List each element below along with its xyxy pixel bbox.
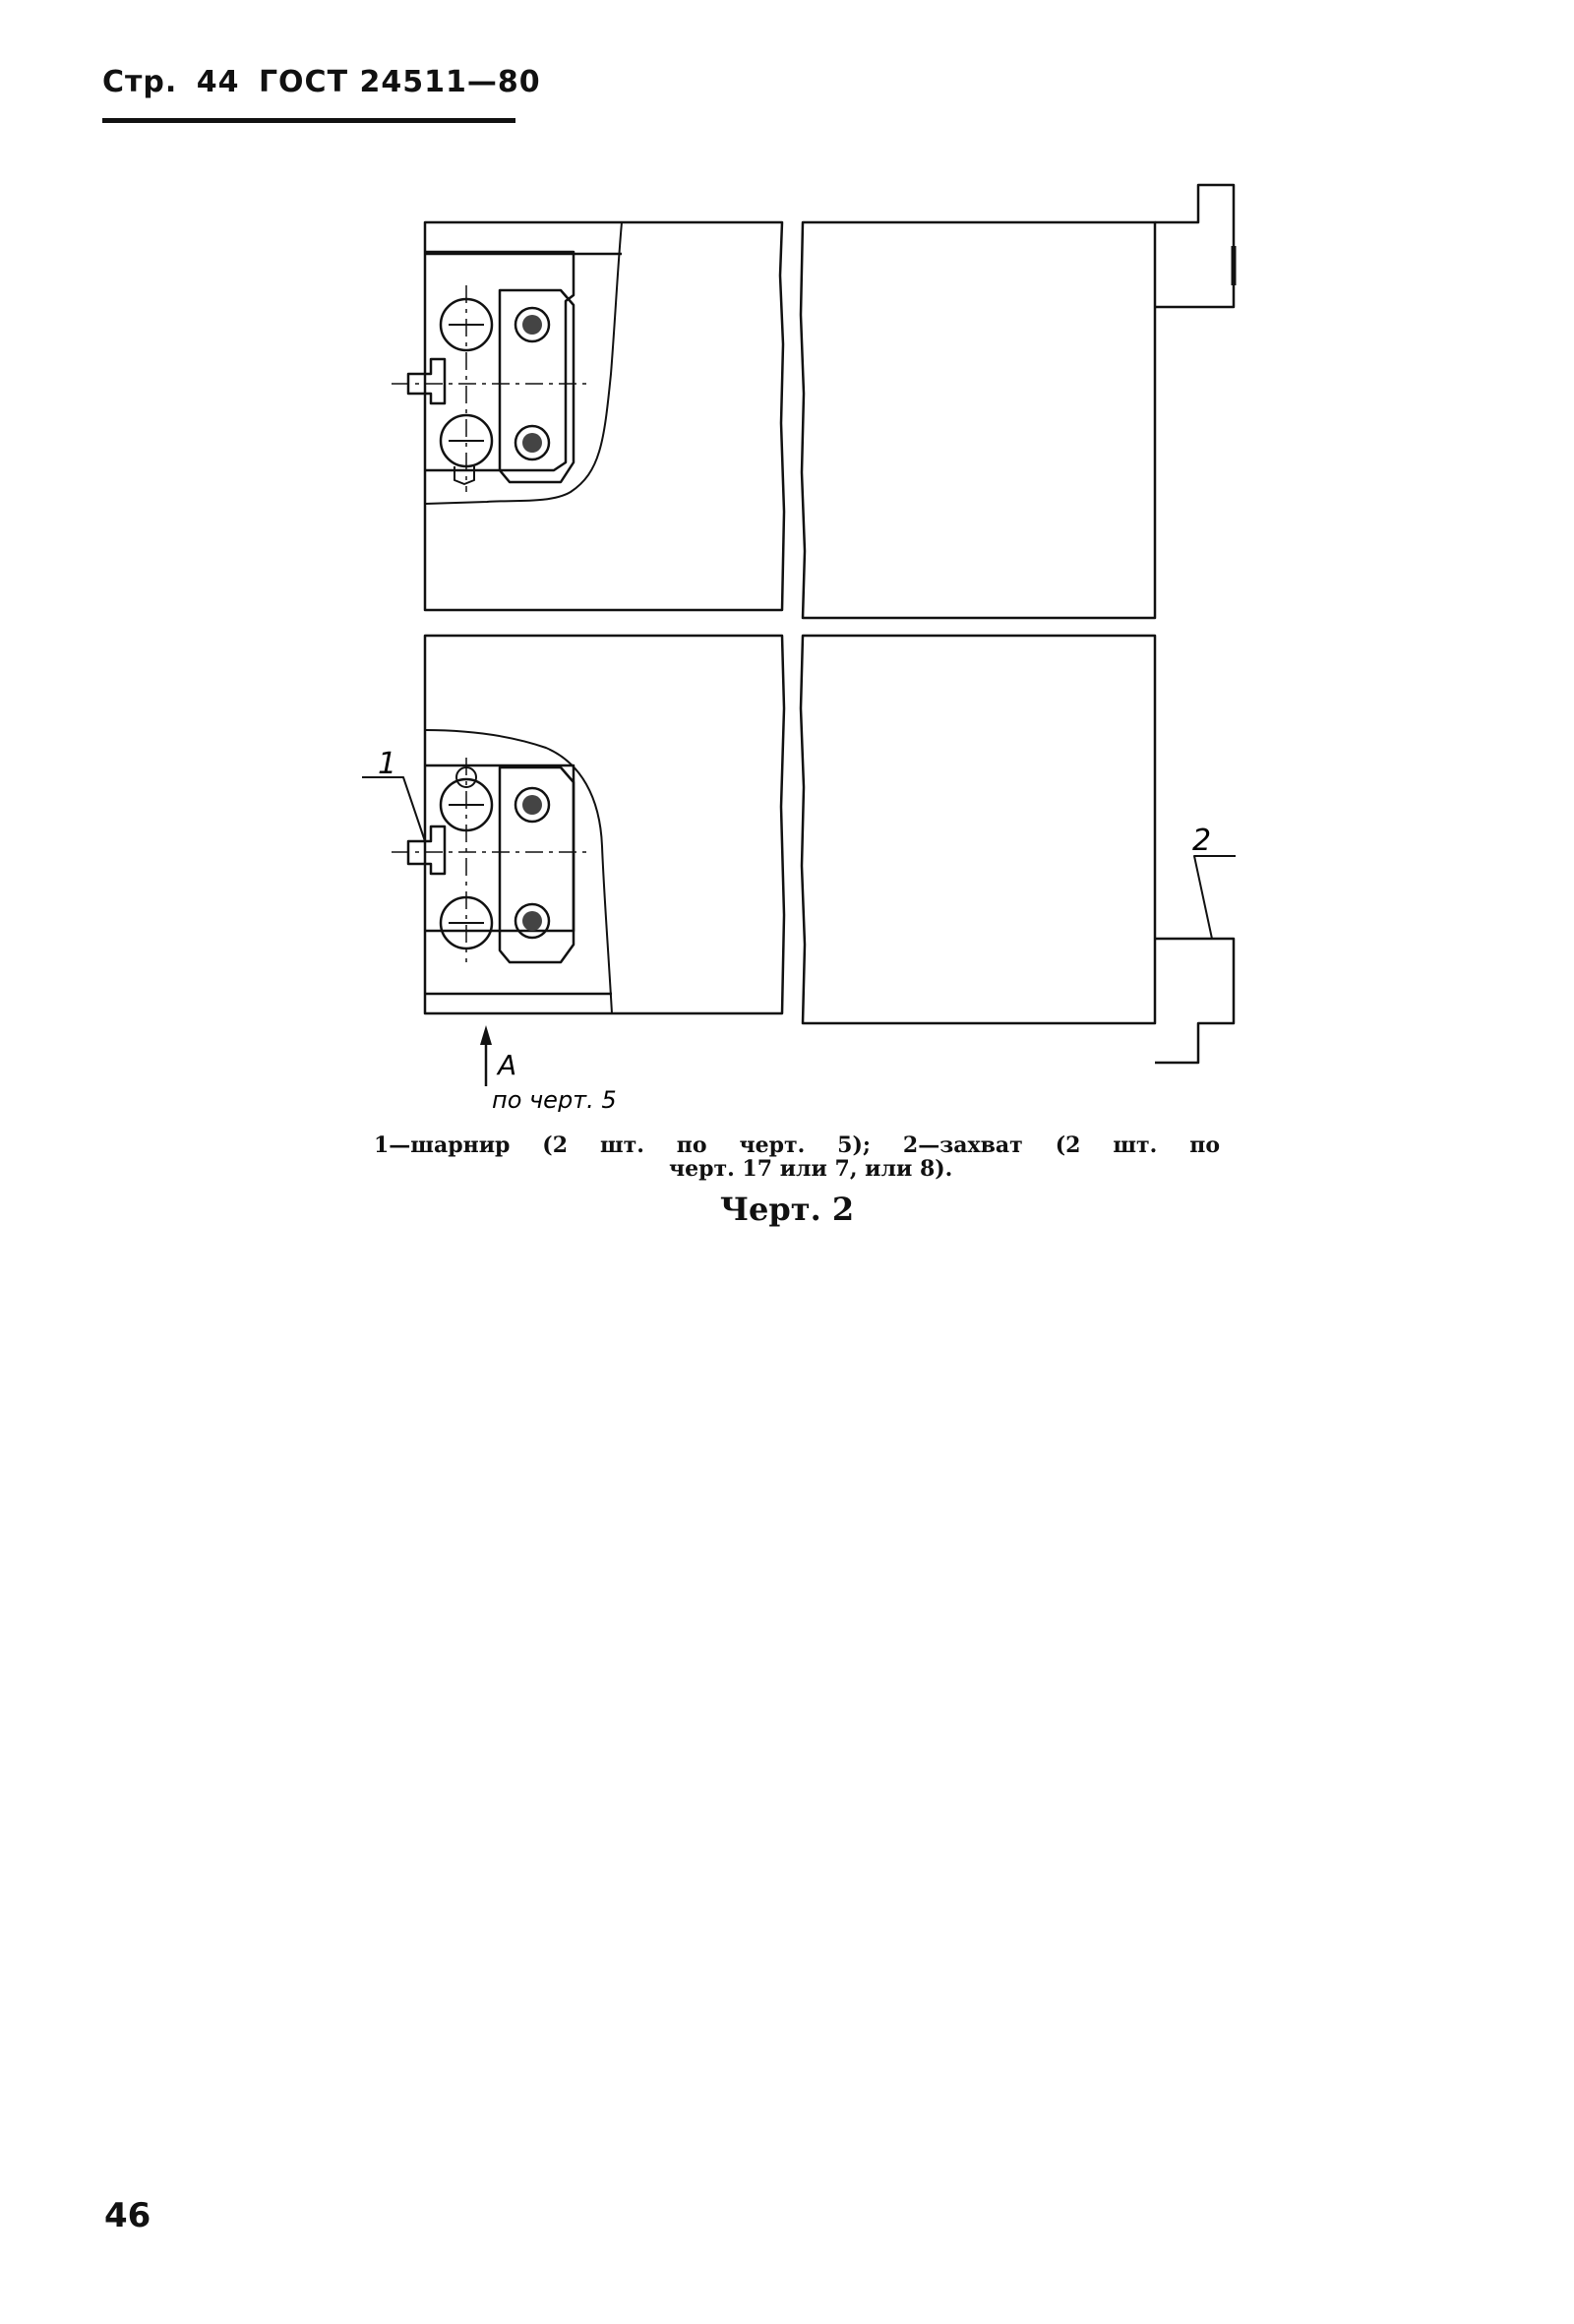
- panel-top-right: [799, 183, 1237, 620]
- page-no: 44: [196, 65, 240, 99]
- page-header: Стр. 44 ГОСТ 24511—80: [102, 65, 540, 99]
- panel-bottom-right: [799, 634, 1236, 1065]
- view-ref-label: по черт. 5: [492, 1086, 617, 1112]
- figure-caption: 1—шарнир (2 шт. по черт. 5); 2—захват (2…: [374, 1133, 1220, 1181]
- caption-line-1: 1—шарнир (2 шт. по черт. 5); 2—захват (2…: [374, 1132, 1220, 1158]
- panel-bottom-left: [392, 634, 786, 1015]
- caption-line-2: черт. 17 или 7, или 8).: [669, 1156, 953, 1182]
- standard-code: ГОСТ 24511—80: [258, 65, 541, 99]
- technical-drawing: 1 2 A по черт. 5: [362, 183, 1237, 1112]
- view-letter-label: A: [496, 1049, 516, 1081]
- view-arrow-head: [480, 1025, 492, 1045]
- header-rule: [102, 118, 515, 123]
- callout-2-label: 2: [1192, 824, 1211, 858]
- figure-title: Черт. 2: [719, 1191, 855, 1228]
- page-number: 46: [104, 2196, 151, 2235]
- callout-1-leader: [362, 776, 426, 842]
- page-prefix: Стр.: [102, 65, 178, 99]
- callout-1-label: 1: [378, 747, 396, 781]
- panel-top-left: [392, 220, 786, 612]
- callout-2-leader: [1193, 855, 1236, 940]
